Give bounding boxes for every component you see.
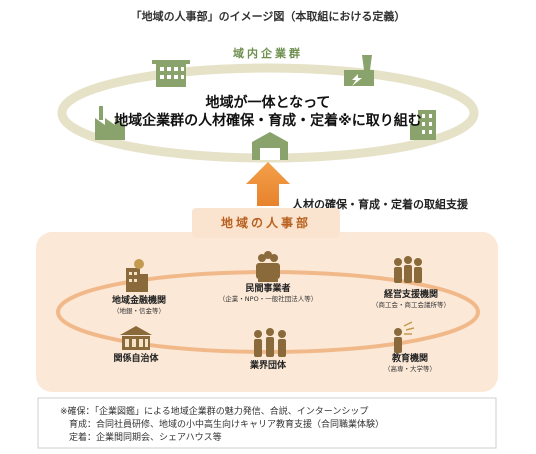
org-industry: 業界団体 <box>236 361 300 372</box>
org-industry-name: 業界団体 <box>249 361 286 371</box>
org-financial-name: 地域金融機関 <box>111 296 166 306</box>
org-education-name: 教育機関 <box>391 354 428 364</box>
org-education: 教育機関 （高専・大学等） <box>370 354 450 373</box>
org-private-name: 民間事業者 <box>245 284 291 294</box>
power-plant-icon <box>344 55 374 86</box>
org-management-sub: （商工会・商工会議所等） <box>372 301 450 310</box>
hr-label: 地域の人事部 <box>220 216 311 230</box>
business-people-icon <box>394 256 422 283</box>
notes-box <box>37 397 497 449</box>
org-management-name: 経営支援機関 <box>383 290 438 300</box>
org-private-sub: （企業・NPO・一般社団法人等） <box>218 295 318 304</box>
org-local-gov: 関係自治体 <box>96 354 176 365</box>
org-financial: 地域金融機関 （地銀・信金等） <box>96 296 182 315</box>
org-private: 民間事業者 （企業・NPO・一般社団法人等） <box>216 284 320 303</box>
hr-label-box <box>192 208 340 238</box>
main-text-line-1: 地域が一体となって <box>205 95 331 111</box>
three-people-icon <box>254 328 286 357</box>
office-building-icon <box>152 60 190 87</box>
main-text-line-2: 地域企業群の人材確保・育成・定着※に取り組む <box>114 113 422 129</box>
bank-building-icon <box>126 259 148 292</box>
up-arrow-icon <box>246 162 290 206</box>
org-financial-sub: （地銀・信金等） <box>113 307 165 316</box>
teacher-icon <box>394 321 415 353</box>
city-hall-icon <box>120 326 152 350</box>
org-education-sub: （高専・大学等） <box>384 365 436 374</box>
org-local-gov-name: 関係自治体 <box>113 354 159 364</box>
diagram-title: 「地域の人事部」のイメージ図（本取組における定義） <box>130 10 406 23</box>
note-line-2: 育成：合同社員研修、地域の小中高生向けキャリア教育支援（合同職業体験） <box>60 420 385 430</box>
note-line-3: 定着：企業間同期会、シェアハウス等 <box>60 433 222 443</box>
tall-building-icon <box>410 110 436 140</box>
company-group-label: 域内企業群 <box>233 47 303 60</box>
people-group-icon <box>256 251 280 282</box>
warehouse-icon <box>252 132 288 160</box>
note-line-1: ※確保：「企業図鑑」による地域企業群の魅力発信、合説、インターンシップ <box>60 407 369 417</box>
org-management: 経営支援機関 （商工会・商工会議所等） <box>366 290 456 309</box>
support-text: 人材の確保・育成・定着の取組支援 <box>292 198 468 211</box>
factory-icon <box>95 106 125 140</box>
